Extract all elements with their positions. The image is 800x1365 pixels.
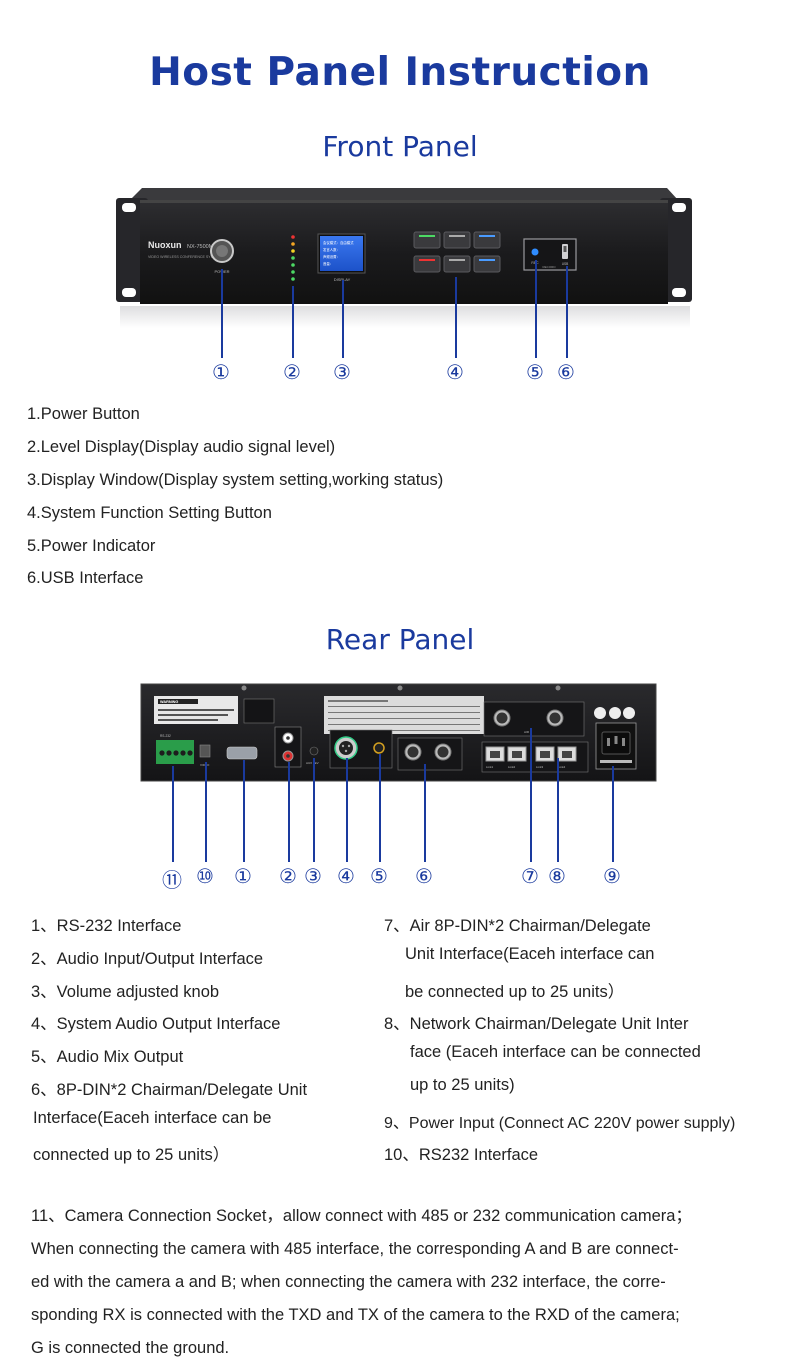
- front-callout-5: ⑤: [526, 360, 544, 384]
- camera-notes: 11、Camera Connection Socket，allow connec…: [31, 1200, 791, 1365]
- rear-list-right-item: 9、Power Input (Connect AC 220V power sup…: [384, 1115, 736, 1132]
- rear-list-right-item: Unit Interface(Eaceh interface can: [405, 945, 655, 963]
- screen-line-4: 音量：: [323, 261, 333, 266]
- front-panel-title: Front Panel: [322, 130, 478, 163]
- rear-callout-5: ⑤: [370, 864, 388, 888]
- screen-line-2: 发言人数：: [323, 247, 340, 252]
- warning-label: WARNING: [160, 700, 178, 704]
- rear-callout-2: ②: [279, 864, 297, 888]
- function-button-3[interactable]: [473, 231, 501, 249]
- rear-list-left-item: 2、Audio Input/Output Interface: [31, 950, 264, 968]
- page-title: Host Panel Instruction: [149, 50, 651, 95]
- rear-list-right-item: up to 25 units): [410, 1076, 515, 1094]
- front-callout-6: ⑥: [557, 360, 575, 384]
- front-panel-image: Nuoxun NX-7500MT VIDEO WIRELESS CONFEREN…: [116, 188, 692, 328]
- link3-label: Link3: [536, 765, 544, 769]
- rear-panel-image: WARNING RS-232 VIDEO AUX LEV AIR: [140, 683, 657, 782]
- function-button-6[interactable]: [473, 255, 501, 273]
- rear-list-left-item: 3、Volume adjusted knob: [31, 983, 220, 1001]
- rs232-port-small[interactable]: [199, 744, 211, 758]
- leader-line: [313, 758, 315, 862]
- rs232-db9-port[interactable]: [226, 746, 258, 760]
- leader-line: [205, 762, 207, 862]
- rear-callout-8: ⑧: [548, 864, 566, 888]
- function-button-1[interactable]: [413, 231, 441, 249]
- rear-list-right-item: be connected up to 25 units）: [405, 983, 625, 1001]
- screen-line-1: 会议模式：自由模式: [323, 240, 354, 245]
- rear-list-right-item: 7、Air 8P-DIN*2 Chairman/Delegate: [384, 917, 651, 935]
- rear-callout-3: ③: [304, 864, 322, 888]
- leader-line: [557, 758, 559, 862]
- rear-list-left-item: 5、Audio Mix Output: [31, 1048, 184, 1066]
- air-label: AIR: [524, 730, 530, 734]
- leader-line: [379, 754, 381, 862]
- rear-callout-6: ⑥: [415, 864, 433, 888]
- leader-line: [535, 260, 537, 358]
- note-line: G is connected the ground.: [31, 1339, 230, 1357]
- leader-line: [566, 266, 568, 358]
- rear-list-left-item: 6、8P-DIN*2 Chairman/Delegate Unit: [31, 1081, 308, 1099]
- leader-line: [455, 277, 457, 358]
- rear-callout-9: ⑨: [603, 864, 621, 888]
- leader-line: [612, 766, 614, 862]
- rear-list-right-item: 10、RS232 Interface: [384, 1146, 539, 1164]
- rear-list-right-item: 8、Network Chairman/Delegate Unit Inter: [384, 1015, 689, 1033]
- leader-line: [424, 764, 426, 862]
- link4-label: Link4: [558, 765, 566, 769]
- link1-label: Link1: [486, 765, 494, 769]
- rear-callout-4: ④: [337, 864, 355, 888]
- display-window: [320, 236, 363, 271]
- rear-callout-11: ⑪: [162, 868, 182, 892]
- leader-line: [288, 762, 290, 862]
- rear-callout-7: ⑦: [521, 864, 539, 888]
- rear-list-left-item: 1、RS-232 Interface: [31, 917, 182, 935]
- display-label: DISPLAY: [334, 277, 351, 282]
- function-button-2[interactable]: [443, 231, 471, 249]
- level-display: [291, 235, 295, 281]
- rear-list-right-item: face (Eaceh interface can be connected: [410, 1043, 701, 1061]
- rear-panel-title: Rear Panel: [325, 623, 475, 656]
- leader-line: [342, 280, 344, 358]
- note-line: ed with the camera a and B; when connect…: [31, 1273, 666, 1291]
- front-callout-3: ③: [333, 360, 351, 384]
- front-list-item: 5.Power Indicator: [27, 537, 156, 555]
- function-button-4[interactable]: [413, 255, 441, 273]
- leader-line: [292, 286, 294, 358]
- subtitle-label: VIDEO WIRELESS CONFERENCE SYSTEM: [148, 255, 221, 259]
- rear-callout-10: ⑩: [196, 864, 214, 888]
- audio-mix-output[interactable]: [373, 742, 385, 754]
- leader-line: [530, 728, 532, 862]
- leader-line: [221, 269, 223, 358]
- rear-list-left-item: Interface(Eaceh interface can be: [33, 1109, 272, 1127]
- link2-label: Link2: [508, 765, 516, 769]
- brand-label: Nuoxun: [148, 240, 182, 250]
- rs232-label: RS-232: [160, 734, 171, 738]
- front-list-item: 6.USB Interface: [27, 569, 144, 587]
- function-buttons: [413, 231, 501, 273]
- model-label: NX-7500MT: [187, 244, 217, 250]
- rear-list-left-item: connected up to 25 units）: [33, 1146, 230, 1164]
- function-button-5[interactable]: [443, 255, 471, 273]
- note-line: 11、Camera Connection Socket，allow connec…: [31, 1207, 692, 1225]
- leader-line: [172, 766, 174, 862]
- rear-callout-1: ①: [234, 864, 252, 888]
- volume-knob[interactable]: [309, 746, 319, 756]
- leader-line: [346, 758, 348, 862]
- front-list-item: 2.Level Display(Display audio signal lev…: [27, 438, 336, 456]
- screen-line-3: 声频设置：: [323, 254, 340, 259]
- rear-list-left-item: 4、System Audio Output Interface: [31, 1015, 281, 1033]
- note-line: sponding RX is connected with the TXD an…: [31, 1306, 680, 1324]
- power-indicator: [531, 248, 539, 256]
- front-callout-1: ①: [212, 360, 230, 384]
- aux-label: AUX LEV: [306, 761, 319, 765]
- note-line: When connecting the camera with 485 inte…: [31, 1240, 679, 1258]
- front-list-item: 3.Display Window(Display system setting,…: [27, 471, 444, 489]
- leader-line: [243, 760, 245, 862]
- front-list-item: 1.Power Button: [27, 405, 140, 423]
- usb-label: USB: [562, 262, 569, 266]
- record-label: RECORD: [542, 265, 556, 269]
- front-callout-2: ②: [283, 360, 301, 384]
- front-list-item: 4.System Function Setting Button: [27, 504, 272, 522]
- front-callout-4: ④: [446, 360, 464, 384]
